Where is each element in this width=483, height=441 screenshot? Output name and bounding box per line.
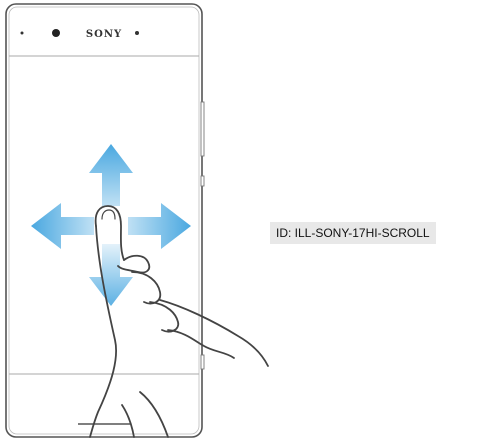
camera-button	[201, 355, 204, 369]
proximity-sensor	[135, 31, 139, 35]
volume-button	[201, 102, 204, 156]
sensor-dot	[21, 32, 24, 35]
brand-logo: SONY	[86, 29, 122, 40]
power-button	[201, 176, 204, 186]
front-camera	[52, 29, 60, 37]
illustration-id-label: ID: ILL-SONY-17HI-SCROLL	[270, 222, 436, 244]
